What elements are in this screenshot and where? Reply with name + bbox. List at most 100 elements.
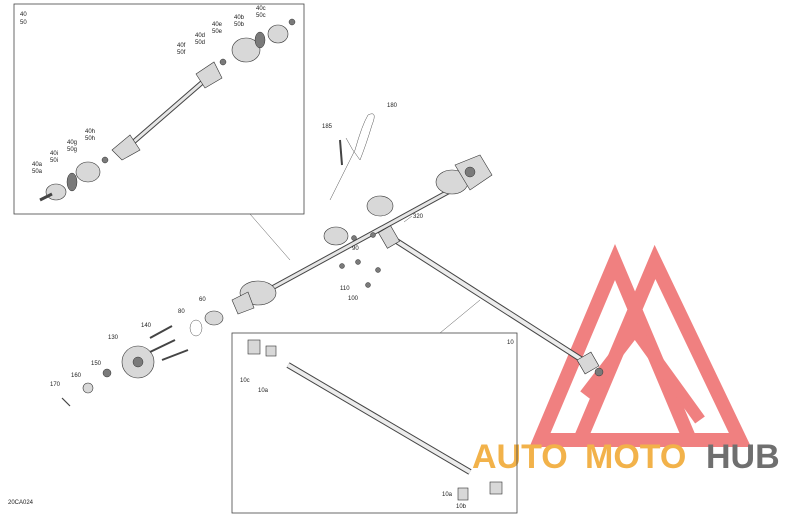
- nut-110b: [355, 259, 361, 265]
- stud-140a: [149, 325, 173, 339]
- detail-cv-housing-inner: [45, 183, 67, 201]
- differential-hub-center: [464, 166, 476, 178]
- label-50e: 50e: [212, 29, 223, 35]
- label-185: 185: [322, 124, 333, 130]
- label-10a-top: 10a: [258, 388, 269, 394]
- u-joint-cross-10a-bottom: [489, 481, 503, 495]
- label-10b: 10b: [456, 504, 467, 510]
- detail-circlip-outer: [288, 18, 296, 26]
- detail-spline-left: [111, 134, 141, 161]
- washer-150: [102, 368, 112, 378]
- detail-boot-inner: [75, 161, 101, 183]
- detail-box-cv-joint: [13, 3, 305, 215]
- label-140: 140: [141, 323, 152, 329]
- main-drive-shaft: [231, 154, 493, 315]
- label-110: 110: [340, 286, 350, 292]
- detail-box-bottom-leader: [439, 299, 481, 334]
- main-shaft-highlight: [249, 178, 471, 302]
- cotter-pin-170: [61, 397, 71, 407]
- detail-cv-housing-outer: [267, 24, 289, 44]
- label-80: 80: [178, 309, 185, 315]
- label-40f: 40f: [177, 43, 186, 49]
- label-40h: 40h: [85, 129, 95, 135]
- label-40b: 40b: [234, 15, 245, 21]
- label-50c: 50c: [256, 13, 266, 19]
- detail-prop-shaft-assembly: [247, 339, 503, 501]
- retaining-ring-80: [189, 319, 203, 337]
- u-joint-cross-10a-top: [265, 345, 277, 357]
- prop-end-cap: [594, 367, 604, 377]
- breather-hose: [329, 113, 375, 201]
- detail-box-prop-shaft: [231, 332, 518, 514]
- wheel-hub-center: [132, 356, 144, 368]
- detail-prop-shaft-highlight: [286, 363, 472, 474]
- label-40i: 40i: [50, 151, 58, 157]
- wheel-hub-assembly: [61, 325, 189, 407]
- detail-stub-inner: [39, 192, 53, 202]
- label-180: 180: [387, 103, 398, 109]
- label-40g: 40g: [67, 140, 77, 146]
- u-joint-10c: [247, 339, 261, 355]
- watermark-text-hub: HUB: [706, 438, 780, 476]
- label-100: 100: [348, 296, 359, 302]
- label-160: 160: [71, 373, 82, 379]
- detail-box-leader: [249, 213, 291, 261]
- label-320: 320: [413, 214, 424, 220]
- prop-yoke-front: [378, 225, 400, 249]
- detail-spline-right: [195, 61, 223, 89]
- detail-shaft-highlight: [129, 78, 206, 147]
- label-50b: 50b: [234, 22, 245, 28]
- detail-clamp-inner: [66, 172, 78, 192]
- detail-shaft-assembly: [39, 18, 296, 202]
- watermark-text-moto: MOTO: [585, 438, 686, 476]
- label-50a: 50a: [32, 169, 43, 175]
- detail-clamp-outer: [254, 31, 266, 49]
- bearing-60: [204, 310, 224, 326]
- label-40c: 40c: [256, 6, 266, 12]
- detail-box-header-40: 40: [20, 12, 27, 18]
- label-40e: 40e: [212, 22, 223, 28]
- stud-140b: [149, 339, 176, 353]
- detail-boot-outer: [231, 37, 261, 63]
- label-10a-bottom: 10a: [442, 492, 453, 498]
- nut-100: [365, 282, 371, 288]
- label-50g: 50g: [67, 147, 77, 153]
- label-50i: 50i: [50, 158, 58, 164]
- diagram-id: 20CA024: [8, 500, 34, 506]
- label-130: 130: [108, 335, 119, 341]
- watermark-text-auto: AUTO: [472, 438, 568, 476]
- nut-90a: [351, 235, 357, 241]
- label-170: 170: [50, 382, 61, 388]
- detail-ring-40d: [219, 58, 227, 66]
- label-50f: 50f: [177, 50, 186, 56]
- detail-box-header-50: 50: [20, 20, 27, 26]
- fastener-group-90-110-100: [339, 232, 381, 288]
- main-boot-mid: [323, 226, 349, 246]
- propeller-shaft: [378, 225, 604, 377]
- leader-320: [403, 215, 413, 223]
- label-50d: 50d: [195, 40, 205, 46]
- prop-yoke-rear: [576, 351, 600, 375]
- main-stub-axle: [231, 291, 255, 315]
- nut-100b: [375, 267, 381, 273]
- nut-90b: [370, 232, 376, 238]
- label-10c: 10c: [240, 378, 250, 384]
- nut-160: [82, 382, 94, 394]
- label-40a: 40a: [32, 162, 43, 168]
- label-40d: 40d: [195, 33, 205, 39]
- nut-110a: [339, 263, 345, 269]
- label-60: 60: [199, 297, 206, 303]
- main-boot-inner: [366, 195, 394, 217]
- label-150: 150: [91, 361, 102, 367]
- label-50h: 50h: [85, 136, 95, 142]
- label-90: 90: [352, 246, 359, 252]
- u-joint-10b: [457, 487, 469, 501]
- detail-ring-40h: [101, 156, 109, 164]
- breather-fitting: [339, 139, 343, 166]
- breather-hose-line: [329, 113, 375, 201]
- prop-shaft-highlight: [393, 238, 592, 367]
- detail-box-header-10: 10: [507, 340, 514, 346]
- stud-140c: [161, 349, 189, 361]
